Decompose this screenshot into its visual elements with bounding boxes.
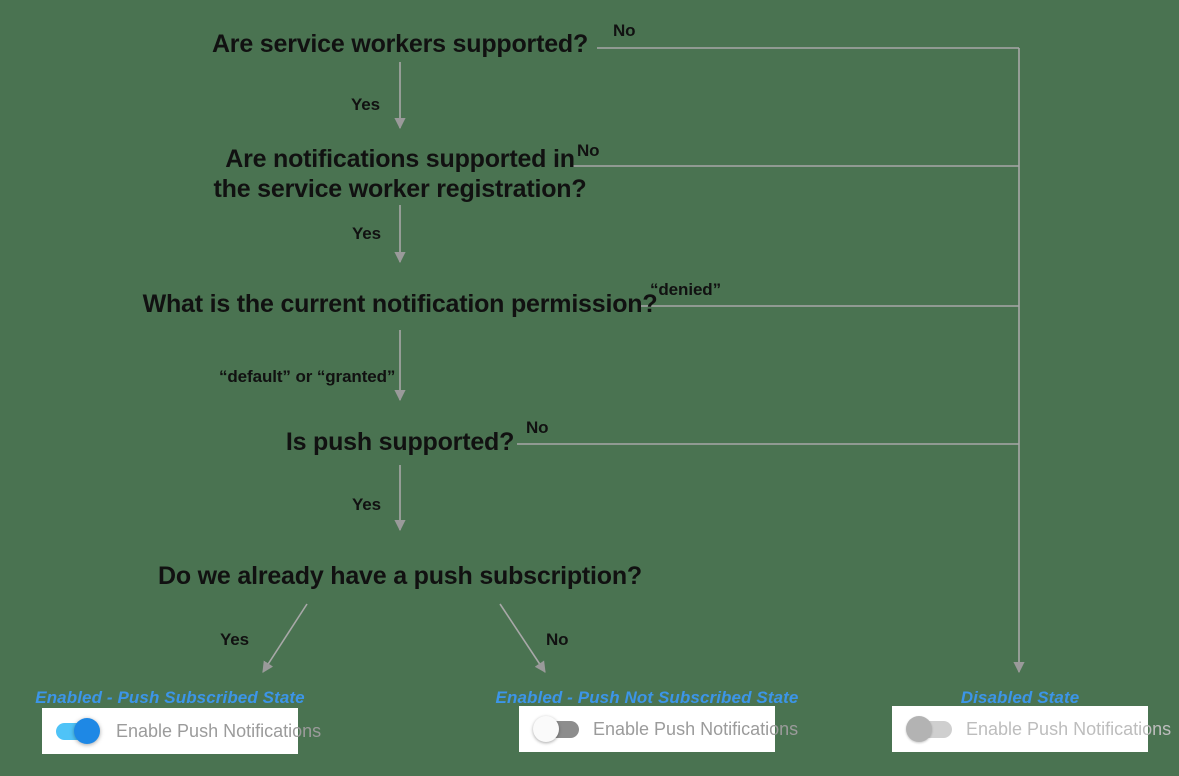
edge-label-permission-default-granted: “default” or “granted”	[219, 367, 396, 386]
edge-label-sw-yes: Yes	[351, 95, 381, 114]
node-notifications-supported: Are notifications supported in the servi…	[213, 145, 587, 203]
edge-label-push-yes: Yes	[352, 495, 382, 514]
edge-label-subscription-yes: Yes	[220, 630, 250, 649]
node-have-push-subscription: Do we already have a push subscription?	[158, 562, 642, 590]
edge-label-notif-yes: Yes	[352, 224, 382, 243]
toggle-card-enabled-not-subscribed[interactable]: Enable Push Notifications	[519, 706, 798, 752]
push-toggle-label-subscribed: Enable Push Notifications	[116, 720, 322, 741]
edge-sub-no	[499, 603, 546, 673]
toggle-knob	[906, 716, 932, 742]
edge-label-notif-no: No	[577, 141, 600, 160]
state-label-disabled: Disabled State	[960, 688, 1080, 707]
toggle-card-disabled: Enable Push Notifications	[892, 706, 1171, 752]
edge-sub-yes	[262, 603, 308, 673]
toggle-knob	[74, 718, 100, 744]
edge-label-subscription-no: No	[546, 630, 569, 649]
toggle-card-enabled-subscribed[interactable]: Enable Push Notifications	[42, 708, 321, 754]
push-toggle-switch-subscribed[interactable]	[56, 718, 102, 744]
edge-label-sw-no: No	[613, 21, 636, 40]
toggle-knob	[533, 716, 559, 742]
node-push-supported: Is push supported?	[285, 428, 515, 456]
edge-label-push-no: No	[526, 418, 549, 437]
push-toggle-label-disabled: Enable Push Notifications	[966, 718, 1172, 739]
edge-label-permission-denied: “denied”	[650, 280, 721, 299]
push-toggle-switch-disabled	[906, 716, 952, 742]
push-toggle-switch-not-subscribed[interactable]	[533, 716, 579, 742]
state-label-enabled-not-subscribed: Enabled - Push Not Subscribed State	[495, 688, 799, 707]
push-toggle-label-not-subscribed: Enable Push Notifications	[593, 718, 799, 739]
state-label-enabled-subscribed: Enabled - Push Subscribed State	[35, 688, 305, 707]
node-notification-permission: What is the current notification permiss…	[142, 290, 658, 318]
node-service-workers-supported: Are service workers supported?	[211, 30, 589, 58]
